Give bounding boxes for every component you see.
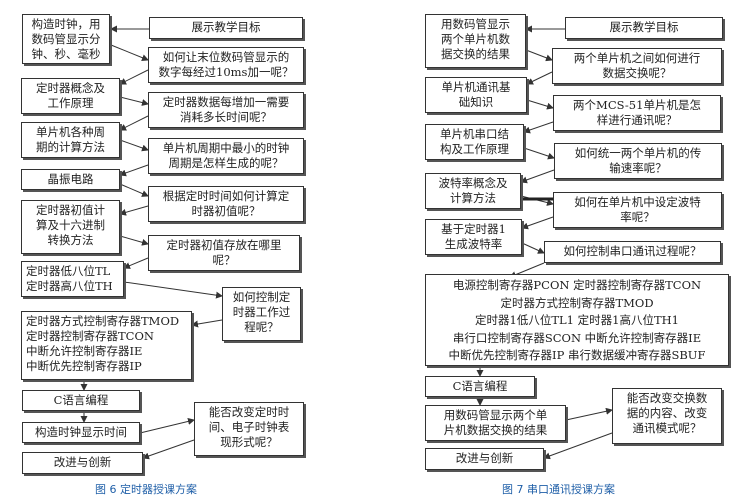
left-box-improve: 改进与创新	[22, 452, 143, 474]
right-box-serial: 单片机串口结 构及工作原理	[425, 124, 524, 160]
right-box-basics: 单片机通讯基 础知识	[425, 77, 527, 113]
left-caption: 图 6 定时器授课方案	[95, 483, 197, 496]
right-box-q1: 两个单片机之间如何进行 数据交换呢？	[552, 48, 722, 84]
left-box-c-programming: C语言编程	[22, 390, 140, 411]
right-box-c-programming: C语言编程	[425, 376, 535, 397]
arrow-r-q1-to-basics	[526, 71, 553, 85]
arrow-q1-to-concept	[119, 69, 149, 85]
arrow-q3-to-crystal	[119, 164, 149, 177]
left-box-concept: 定时器概念及 工作原理	[21, 78, 120, 114]
left-box-clock-display: 构造时钟显示时间	[22, 422, 140, 443]
arrow-init-to-q5	[119, 235, 149, 246]
right-box-baud: 波特率概念及 计算方法	[425, 173, 521, 209]
left-box-q6: 如何控制定 时器工作过 程呢？	[222, 287, 301, 341]
arrow-r-q4-to-timer1	[521, 216, 554, 230]
left-box-crystal: 晶振电路	[21, 169, 120, 190]
arrow-q2-to-cycles	[119, 115, 149, 131]
right-box-goal: 用数码管显示 两个单片机数 据交换的结果	[425, 14, 526, 68]
left-box-q3: 单片机周期中最小的时钟 周期是怎样生成的呢？	[148, 138, 304, 174]
arrow-r-show-to-q6	[565, 407, 613, 421]
left-box-init: 定时器初值计 算及十六进制 转换方法	[21, 200, 120, 254]
left-box-q5: 定时器初值存放在哪里 呢？	[148, 235, 300, 271]
left-box-q2: 定时器数据每增加一需要 消耗多长时间呢？	[148, 92, 304, 128]
right-box-q3: 如何统一两个单片机的传 输速率呢？	[554, 143, 722, 179]
arrow-goal-to-q1	[110, 44, 149, 61]
right-box-q5: 如何控制串口通讯过程呢？	[544, 241, 721, 263]
right-box-timer1: 基于定时器1 生成波特率	[425, 219, 522, 255]
right-box-q2: 两个MCS-51单片机是怎 样进行通讯呢？	[553, 95, 721, 131]
right-box-q6: 能否改变交换数 据的内容、改变 通讯模式呢？	[612, 388, 722, 444]
left-box-q4: 根据定时时间如何计算定 时器初值呢？	[148, 186, 304, 222]
right-box-q4: 如何在单片机中设定波特 率呢？	[553, 192, 722, 228]
arrow-q6-to-regs	[191, 319, 223, 328]
left-box-goal: 构造时钟，用 数码管显示分 钟、秒、毫秒	[22, 14, 110, 64]
left-box-cycles: 单片机各种周 期的计算方法	[21, 122, 120, 158]
arrow-q5-to-tltH	[123, 257, 149, 269]
left-box-q7: 能否改变定时时 间、电子时钟表 现形式呢？	[194, 402, 304, 456]
left-box-q1: 如何让末位数码管显示的 数字每经过10ms加一呢？	[148, 47, 304, 83]
arrow-tlth-to-q6	[123, 281, 223, 299]
left-box-target: 展示教学目标	[149, 17, 303, 39]
arrow-q7-to-improve	[142, 439, 195, 460]
arrow-r-q2-to-serial	[523, 121, 554, 134]
arrow-crystal-to-q4	[119, 183, 149, 197]
left-box-tl-th: 定时器低八位TL 定时器高八位TH	[21, 261, 124, 297]
arrow-clock-to-q7	[139, 418, 195, 434]
right-box-registers: 电源控制寄存器PCON 定时器控制寄存器TCON 定时器方式控制寄存器TMOD …	[425, 274, 729, 366]
arrow-r-q6-to-improve	[543, 432, 613, 460]
arrow-q4-to-init	[119, 205, 149, 216]
arrow-r-goal-to-q1	[525, 49, 553, 62]
arrow-concept-to-q2	[119, 96, 149, 106]
arrow-r-q3-to-baud	[520, 169, 555, 184]
arrow-r-timer1-to-q5	[521, 242, 545, 254]
right-box-target: 展示教学目标	[565, 17, 723, 39]
right-box-improve: 改进与创新	[425, 448, 544, 470]
arrow-r-basics-to-q2	[526, 99, 554, 110]
arrow-r-serial-to-q3	[523, 147, 555, 160]
right-box-show-result: 用数码管显示两个单 片机数据交换的结果	[425, 405, 566, 441]
right-caption: 图 7 串口通讯授课方案	[502, 483, 615, 496]
left-box-registers: 定时器方式控制寄存器TMOD 定时器控制寄存器TCON 中断允许控制寄存器IE …	[21, 311, 192, 380]
arrow-cycles-to-q3	[119, 139, 149, 152]
